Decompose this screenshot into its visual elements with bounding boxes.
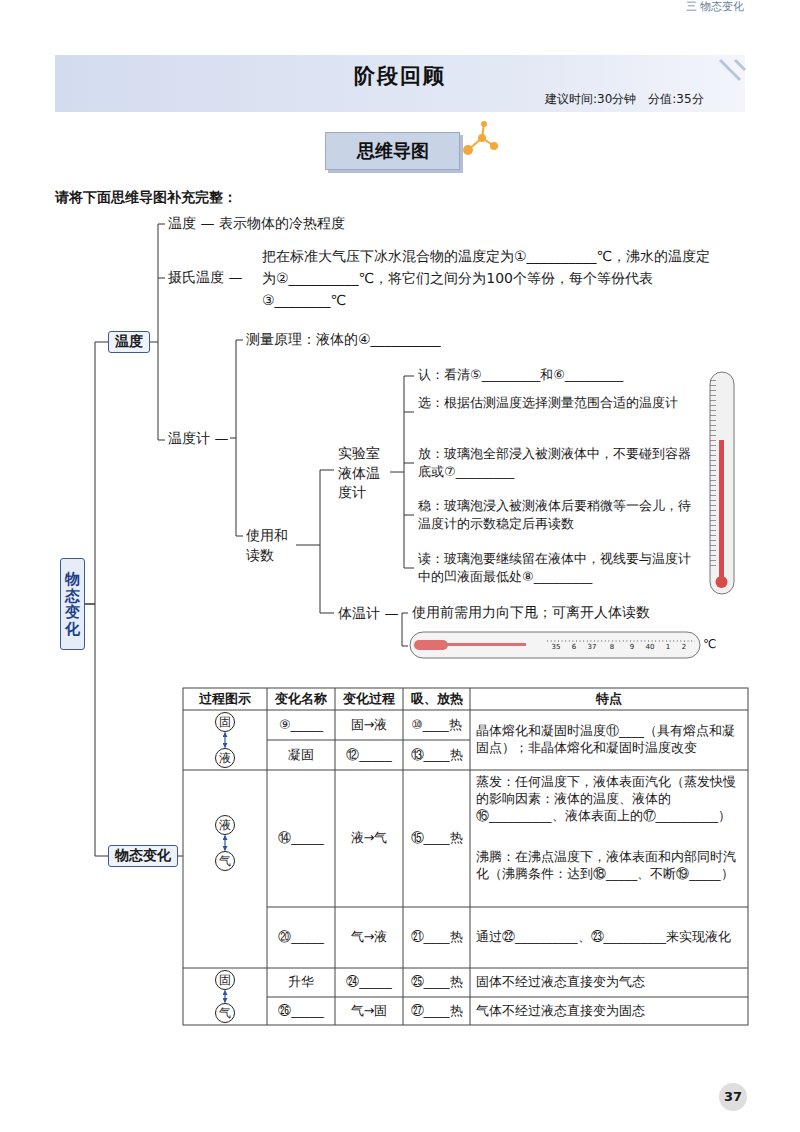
table-cell-text: 升华	[267, 968, 335, 997]
scale-number: 2	[677, 644, 691, 651]
title-text: 阶段回顾	[55, 62, 745, 90]
connector	[224, 991, 225, 1003]
label-text: 摄氏温度 —	[168, 268, 258, 288]
clinical-thermometer	[410, 632, 700, 658]
state-circle: 气	[215, 1003, 235, 1023]
label-text: 37	[719, 1087, 747, 1107]
page-number-badge	[719, 1083, 747, 1111]
label-text: 选：根据估测温度选择测量范围合适的温度计	[418, 394, 703, 412]
header-band	[55, 55, 745, 112]
label-text: 稳：玻璃泡浸入被测液体后要稍微等一会儿，待温度计的示数稳定后再读数	[418, 497, 703, 533]
table-cell-text: 气→液	[335, 907, 403, 968]
band-decoration	[720, 60, 745, 80]
label-text: 使用和读数	[246, 526, 294, 565]
table-cell-text: ⑫_____	[335, 740, 403, 770]
state-circle: 固	[215, 970, 235, 990]
node-text: 物态变化	[115, 847, 171, 865]
table-cell-text: 变化名称	[267, 688, 335, 710]
table-cell-text: 特点	[470, 688, 748, 710]
molecule-icon	[463, 121, 498, 155]
scale-number: 40	[643, 644, 657, 651]
lab-thermometer	[710, 372, 734, 594]
scale-number: 35	[549, 644, 563, 651]
scale-number: 1	[661, 644, 675, 651]
label-text: 把在标准大气压下冰水混合物的温度定为①__________℃，沸水的温度定为②_…	[262, 245, 712, 311]
root-box: 物态变化	[60, 558, 85, 650]
state-circle: 气	[215, 851, 235, 871]
table-cell-text: ⑳_____	[267, 907, 335, 968]
table-cell-text: 气→固	[335, 997, 403, 1025]
state-circle: 液	[215, 748, 235, 768]
branch-box: 温度	[108, 331, 150, 353]
node-text: 气	[216, 852, 234, 870]
table-cell-text: 固→液	[335, 710, 403, 740]
connector	[85, 342, 108, 604]
label-text: 读：玻璃泡要继续留在液体中，视线要与温度计中的凹液面最低处⑧_________	[418, 550, 703, 586]
table-cell-text: ⑭_____	[267, 770, 335, 907]
node-text: 固	[216, 971, 234, 989]
label-text: 温度 — 表示物体的冷热程度	[168, 214, 488, 234]
node-text: 固	[216, 713, 234, 731]
table-cell-text: ㉔_____	[335, 968, 403, 997]
node-text: 思维导图	[357, 139, 429, 163]
table-cell-text: 沸腾：在沸点温度下，液体表面和内部同时汽化（沸腾条件：达到⑱_____、不断⑲_…	[474, 849, 746, 883]
label-text: 认：看清⑤_________和⑥_________	[418, 366, 703, 384]
label-text: 温度计 —	[168, 429, 230, 449]
table-cell-text: ㉖_____	[267, 997, 335, 1025]
node-text: 温度	[115, 333, 143, 351]
table-cell-text: ⑬____热	[403, 740, 470, 770]
label-text: 三 物态变化	[686, 0, 798, 14]
scale-number: 6	[567, 644, 581, 651]
label-text: 放：玻璃泡全部浸入被测液体中，不要碰到容器底或⑦_________	[418, 445, 703, 481]
label-text: 请将下面思维导图补充完整：	[55, 188, 375, 208]
node-text: 液	[216, 816, 234, 834]
bracket-lines	[150, 224, 414, 856]
state-circle: 固	[215, 712, 235, 732]
label-text: 测量原理：液体的④__________	[246, 330, 546, 350]
branch-box: 物态变化	[108, 845, 178, 867]
table-cell-text: 凝固	[267, 740, 335, 770]
label-text: 体温计 —	[338, 604, 400, 624]
scale-number: 8	[605, 644, 619, 651]
table-cell-text: 晶体熔化和凝固时温度⑪____（具有熔点和凝固点）；非晶体熔化和凝固时温度改变	[474, 710, 746, 770]
table-cell-text: ⑨_____	[267, 710, 335, 740]
table-cell-text: 液→气	[335, 770, 403, 907]
table-cell-text: ㉗____热	[403, 997, 470, 1025]
table-cell-text: 气体不经过液态直接变为固态	[474, 997, 746, 1025]
scale-number: 37	[585, 644, 599, 651]
head-box: 思维导图	[325, 132, 460, 170]
scale-number: ℃	[703, 636, 719, 653]
connector	[85, 604, 108, 856]
node-text: 气	[216, 1004, 234, 1022]
node-text: 物态变化	[65, 571, 80, 637]
connector	[224, 836, 225, 851]
scale-number: 9	[625, 644, 639, 651]
state-circle: 液	[215, 815, 235, 835]
table-cell-text: ㉕____热	[403, 968, 470, 997]
label-text: 实验室液体温度计	[338, 444, 388, 503]
table-cell-text: ⑩____热	[403, 710, 470, 740]
node-text: 液	[216, 749, 234, 767]
table-cell-text: 固体不经过液态直接变为气态	[474, 968, 746, 997]
table-cell-text: 变化过程	[335, 688, 403, 710]
connector	[224, 733, 225, 748]
table-grid	[183, 688, 748, 1025]
label-text: 使用前需用力向下甩；可离开人体读数	[412, 603, 702, 623]
table-cell-text: 通过㉒__________、㉓__________来实现液化	[474, 907, 746, 968]
table-cell-text: ⑮____热	[403, 770, 470, 907]
table-cell-text: 吸、放热	[403, 688, 470, 710]
table-cell-text: 蒸发：任何温度下，液体表面汽化（蒸发快慢的影响因素：液体的温度、液体的⑯____…	[474, 774, 746, 825]
label-text: 建议时间:30分钟 分值:35分	[545, 91, 745, 108]
table-cell-text: 过程图示	[183, 688, 267, 710]
table-cell-text: ㉑____热	[403, 907, 470, 968]
